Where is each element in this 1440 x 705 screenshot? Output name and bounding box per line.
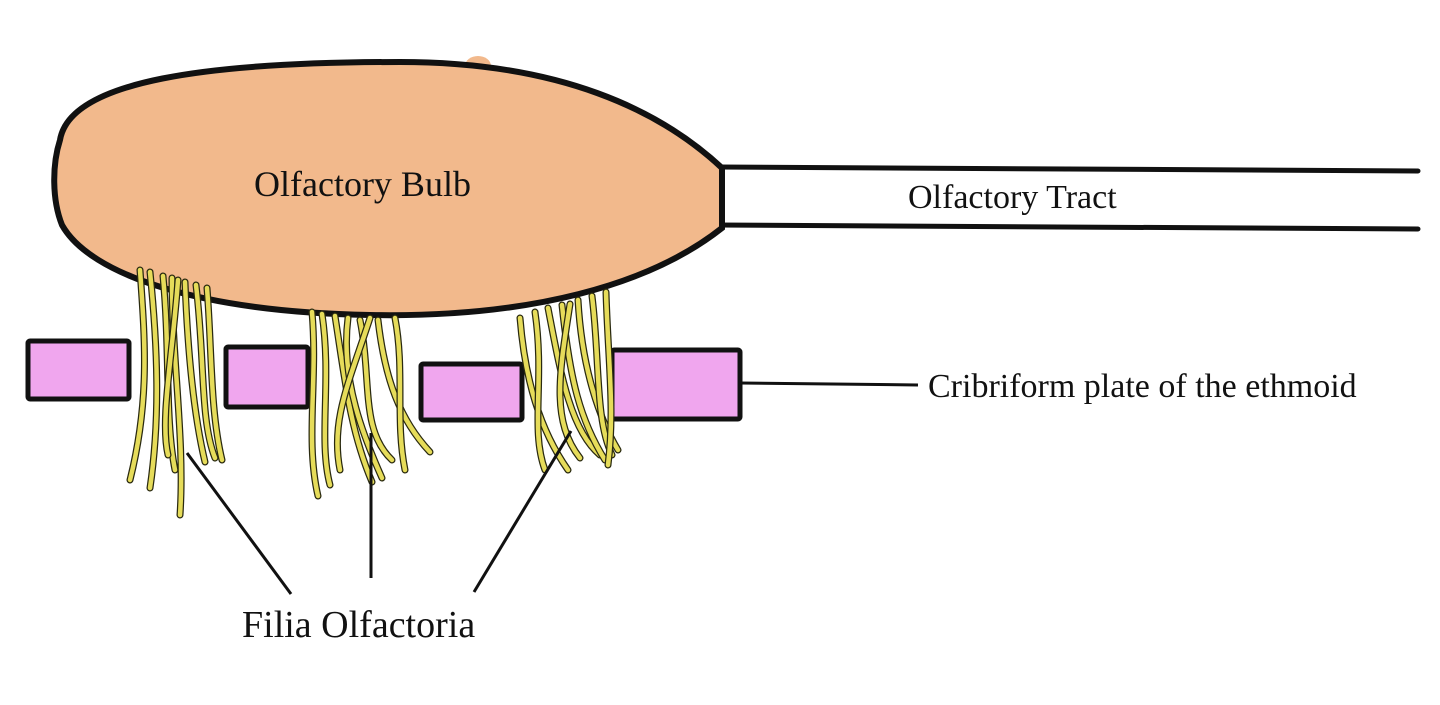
fiber-strand [332,313,375,485]
fiber-strand [319,311,333,488]
fiber-bundle [516,288,622,474]
fiber-bundle [126,266,226,519]
fiber-strand [545,305,603,458]
fiber-strand [375,317,433,455]
fiber-strand [163,277,181,458]
leader-line-plate [739,381,919,387]
olfactory-bulb [51,56,725,319]
label-olfactory-bulb: Olfactory Bulb [254,164,471,204]
fiber-strand [127,267,147,483]
fiber-strand [603,289,614,468]
fiber-strand [182,279,208,465]
fiber-strand [344,315,385,481]
leader-line-filia [185,452,293,595]
fiber-strand [193,282,218,461]
fiber-bundle [308,308,434,500]
plate-segment [418,361,525,423]
label-cribriform-plate: Cribriform plate of the ethmoid [928,368,1357,405]
leader-lines [185,381,919,595]
label-filia-olfactoria: Filia Olfactoria [242,604,475,646]
leader-line-filia [472,430,573,593]
fiber-strand [204,285,225,463]
plate-segment [609,347,743,422]
fiber-strand [557,301,583,461]
fiber-strand [309,309,321,499]
fiber-strand [392,315,408,473]
label-olfactory-tract: Olfactory Tract [908,179,1117,216]
fiber-strand [335,315,373,473]
olfactory-tract [713,164,1421,232]
fiber-strand [532,309,548,473]
fiber-strand [147,269,160,491]
plate-segment [25,338,132,402]
plate-segment [223,344,311,410]
